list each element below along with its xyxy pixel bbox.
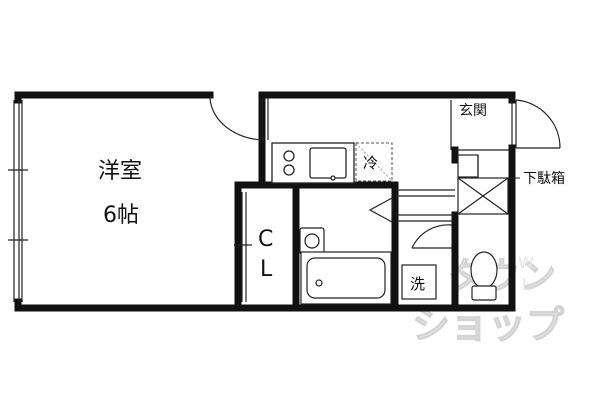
closet-label-top: C	[258, 227, 273, 252]
shoe-box-label: 下駄箱	[523, 171, 565, 187]
bathtub	[300, 251, 392, 305]
washbasin	[299, 227, 325, 255]
washer-label: 洗	[410, 275, 425, 293]
closet-doors	[234, 192, 252, 302]
entrance-door	[511, 99, 561, 149]
svg-text:W: W	[518, 253, 534, 272]
bath-door-marker	[368, 196, 393, 224]
toilet-door	[411, 224, 453, 249]
western-room-name: 洋室	[98, 159, 142, 184]
outer-walls	[14, 91, 516, 312]
closet-label-bottom: L	[260, 257, 273, 282]
kitchen-counter	[271, 142, 355, 184]
svg-text:L: L	[522, 275, 531, 294]
fridge-label: 冷	[363, 154, 378, 172]
fridge-space: 冷	[355, 142, 393, 182]
svg-text:タウン: タウン	[448, 256, 556, 297]
western-room-size: 6帖	[103, 203, 139, 228]
shoe-box	[457, 154, 509, 215]
room-door	[209, 95, 269, 141]
entrance-label: 玄関	[459, 102, 487, 119]
hallway-walls	[395, 100, 512, 222]
washer-space: 洗	[401, 264, 437, 300]
toilet	[470, 251, 498, 301]
left-window	[8, 100, 28, 302]
